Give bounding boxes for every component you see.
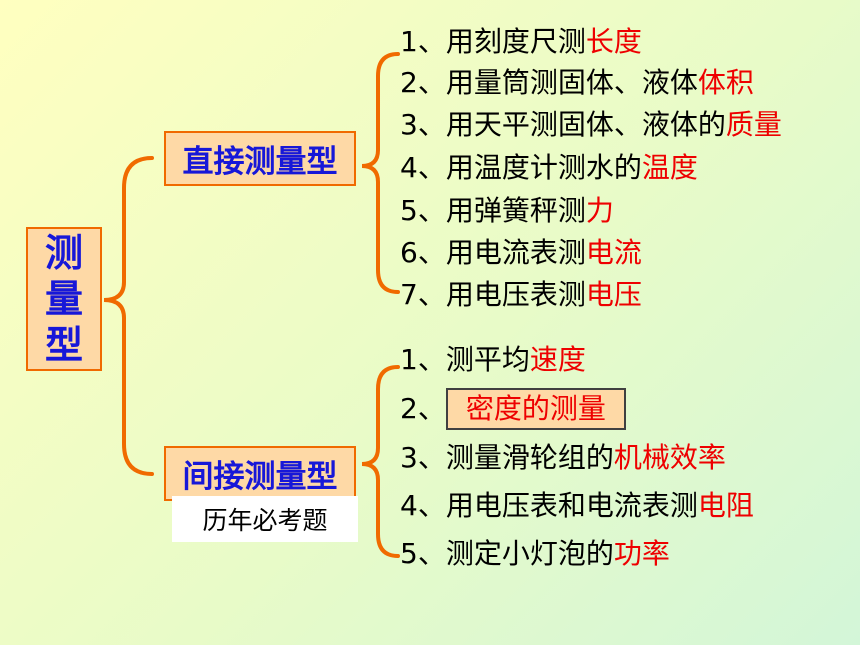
list-item: 2、用量筒测固体、液体体积 [400,66,754,99]
indirect-brace [361,365,400,558]
list-item: 7、用电压表测电压 [400,278,642,311]
root-char: 测 [44,231,83,275]
indirect-measurement-node: 间接测量型 [164,446,356,501]
list-item: 5、用弹簧秤测力 [400,194,614,227]
root-char: 型 [44,323,83,367]
direct-measurement-node: 直接测量型 [164,131,356,186]
list-item: 5、测定小灯泡的功率 [400,537,670,570]
list-item: 1、用刻度尺测长度 [400,25,642,58]
list-item: 3、用天平测固体、液体的质量 [400,108,782,141]
density-highlight-box: 密度的测量 [445,388,626,430]
list-item: 4、用温度计测水的温度 [400,151,698,184]
direct-brace [361,52,400,294]
list-item: 2、密度的测量 [400,388,626,430]
exam-note: 历年必考题 [172,496,358,542]
list-item: 3、测量滑轮组的机械效率 [400,441,726,474]
list-item: 6、用电流表测电流 [400,236,642,269]
root-node: 测 量 型 [26,227,102,371]
list-item: 4、用电压表和电流表测电阻 [400,489,754,522]
list-item: 1、测平均速度 [400,343,586,376]
root-char: 量 [44,277,83,321]
root-brace [103,156,154,476]
